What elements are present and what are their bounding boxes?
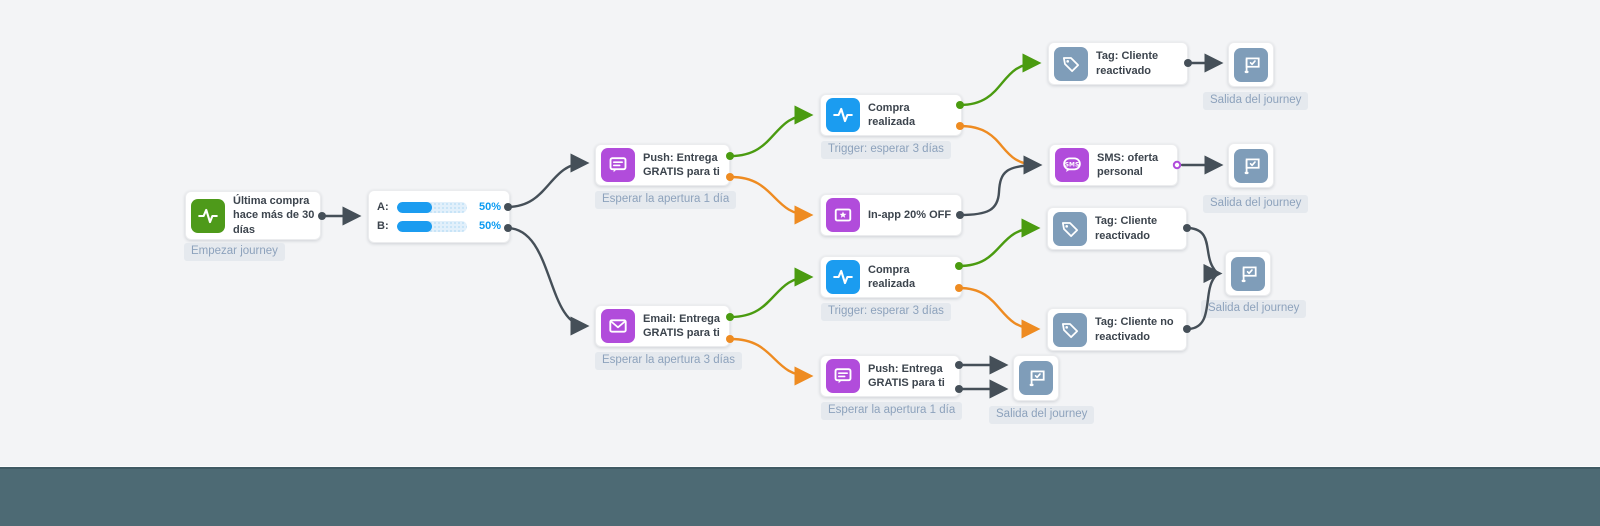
node-title: Compra realizada bbox=[868, 101, 916, 128]
exit-tags-label: Salida del journey bbox=[1201, 300, 1307, 318]
push-notification-icon bbox=[826, 359, 860, 393]
tag-icon bbox=[1053, 312, 1087, 347]
node-title: SMS: oferta personal bbox=[1097, 151, 1159, 178]
node-sms[interactable]: SMS SMS: oferta personal bbox=[1049, 144, 1178, 186]
activity-pulse-icon bbox=[826, 260, 860, 294]
branch-a-progressbar bbox=[397, 201, 467, 213]
edge-tag-reactivated-exit bbox=[1187, 226, 1220, 275]
branch-b-label: B: bbox=[377, 220, 389, 232]
branch-b-progressbar bbox=[397, 220, 467, 232]
node-push-top[interactable]: Push: Entrega GRATIS para ti bbox=[595, 144, 730, 186]
email-envelope-icon bbox=[601, 309, 635, 343]
edge-compra-bottom-tag-not-reactivated bbox=[957, 286, 1041, 339]
exit-push-label: Salida del journey bbox=[989, 406, 1095, 424]
node-title: In-app 20% OFF bbox=[868, 208, 952, 221]
node-exit-top[interactable] bbox=[1228, 42, 1274, 87]
edge-absplit-email bbox=[505, 226, 590, 336]
sms-bubble-icon: SMS bbox=[1055, 148, 1089, 182]
exit-top-label: Salida del journey bbox=[1203, 92, 1309, 110]
node-tag-reactivated[interactable]: Tag: Cliente reactivado bbox=[1047, 207, 1187, 250]
node-email[interactable]: Email: Entrega GRATIS para ti bbox=[595, 305, 730, 347]
node-title: Tag: Cliente reactivado bbox=[1095, 215, 1158, 242]
edge-email-push-bottom bbox=[729, 337, 814, 386]
branch-a-label: A: bbox=[377, 201, 389, 213]
push-bottom-status-badge: Esperar la apertura 1 día bbox=[821, 402, 963, 420]
exit-flag-icon bbox=[1019, 361, 1053, 395]
edge-compra-top-tag-top bbox=[958, 53, 1042, 107]
push-notification-icon bbox=[601, 148, 635, 182]
branch-a-percent: 50% bbox=[478, 201, 501, 213]
node-compra-top[interactable]: Compra realizada bbox=[820, 94, 962, 136]
branch-b-progress-fill bbox=[397, 220, 432, 232]
node-exit-sms[interactable] bbox=[1228, 143, 1274, 188]
activity-pulse-icon bbox=[826, 98, 860, 132]
branch-a-progress-fill bbox=[397, 201, 432, 213]
exit-sms-label: Salida del journey bbox=[1203, 195, 1309, 213]
node-exit-tags[interactable] bbox=[1225, 251, 1271, 296]
exit-flag-icon bbox=[1231, 256, 1265, 291]
sms-icon-text: SMS bbox=[1065, 161, 1079, 168]
ab-split-row-b: B: 50% bbox=[377, 220, 501, 232]
node-inapp[interactable]: In-app 20% OFF bbox=[820, 194, 962, 236]
edge-compra-bottom-tag-reactivated bbox=[957, 218, 1041, 268]
node-title: Compra realizada bbox=[868, 263, 916, 290]
branch-b-percent: 50% bbox=[478, 220, 501, 232]
exit-flag-icon bbox=[1234, 148, 1268, 183]
ab-split-rows: A: 50% B: 50% bbox=[374, 201, 504, 232]
push-top-status-badge: Esperar la apertura 1 día bbox=[595, 191, 737, 209]
ticket-star-icon bbox=[826, 198, 860, 232]
node-title: Última compra hace más de 30 días bbox=[233, 195, 315, 236]
bottom-toolbar bbox=[0, 467, 1600, 526]
tag-icon bbox=[1053, 211, 1087, 246]
node-title: Push: Entrega GRATIS para ti bbox=[868, 362, 945, 389]
email-status-badge: Esperar la apertura 3 días bbox=[595, 352, 742, 370]
node-push-bottom[interactable]: Push: Entrega GRATIS para ti bbox=[820, 355, 960, 397]
exit-flag-icon bbox=[1234, 47, 1268, 82]
node-exit-push[interactable] bbox=[1013, 355, 1059, 401]
edge-push-top-inapp bbox=[729, 175, 814, 225]
edge-compra-top-sms bbox=[958, 124, 1040, 167]
compra-top-status-badge: Trigger: esperar 3 días bbox=[821, 141, 951, 159]
node-ab-split[interactable]: A: 50% B: 50% bbox=[368, 190, 510, 243]
edge-inapp-sms bbox=[958, 155, 1043, 217]
start-status-badge: Empezar journey bbox=[184, 243, 285, 261]
node-title: Email: Entrega GRATIS para ti bbox=[643, 312, 721, 339]
tag-icon bbox=[1054, 46, 1088, 81]
ab-split-row-a: A: 50% bbox=[377, 201, 501, 213]
compra-bottom-status-badge: Trigger: esperar 3 días bbox=[821, 303, 951, 321]
node-compra-bottom[interactable]: Compra realizada bbox=[820, 256, 962, 298]
node-title: Tag: Cliente reactivado bbox=[1096, 50, 1159, 77]
edge-absplit-push-top bbox=[505, 153, 590, 209]
edge-email-compra-bottom bbox=[729, 267, 814, 319]
activity-pulse-icon bbox=[191, 198, 225, 233]
edge-push-top-compra-top bbox=[729, 105, 814, 158]
node-title: Push: Entrega GRATIS para ti bbox=[643, 151, 720, 178]
node-title: Tag: Cliente no reactivado bbox=[1095, 316, 1174, 343]
node-start-condition[interactable]: Última compra hace más de 30 días bbox=[185, 191, 321, 240]
node-tag-top[interactable]: Tag: Cliente reactivado bbox=[1048, 42, 1188, 85]
node-tag-not-reactivated[interactable]: Tag: Cliente no reactivado bbox=[1047, 308, 1187, 351]
bottom-bar-highlight bbox=[0, 466, 1600, 467]
